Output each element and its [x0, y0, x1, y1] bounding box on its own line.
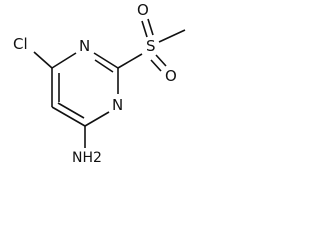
- atom-label-oxygen-bottom: O: [165, 67, 177, 85]
- bond-n1-c2: [93, 52, 119, 69]
- bond-s-o-top: [141, 20, 148, 38]
- bond-s-o-bottom-second: [150, 59, 162, 72]
- bond-c4-c5: [51, 106, 86, 127]
- atom-label-nitrogen-top: N: [79, 37, 90, 55]
- atom-label-nitrogen-right: N: [112, 96, 123, 114]
- atom-label-chlorine: Cl: [13, 35, 28, 53]
- bond-c2-s: [117, 53, 143, 69]
- bond-n3-c4: [84, 111, 110, 127]
- bond-c6-n1: [51, 52, 77, 69]
- bond-s-o-top-second: [147, 18, 154, 36]
- atom-label-sulfur: S: [146, 37, 156, 55]
- bond-s-methyl: [158, 29, 186, 43]
- bond-n1-c2-inner: [94, 59, 114, 73]
- atom-label-amine: NH2: [72, 150, 102, 166]
- atom-label-oxygen-top: O: [137, 1, 149, 19]
- chemical-structure: Cl N N S O O NH2: [13, 1, 186, 166]
- bond-s-o-bottom: [155, 54, 167, 67]
- bond-c6-cl: [33, 51, 53, 69]
- bond-c4-c5-inner: [57, 102, 85, 119]
